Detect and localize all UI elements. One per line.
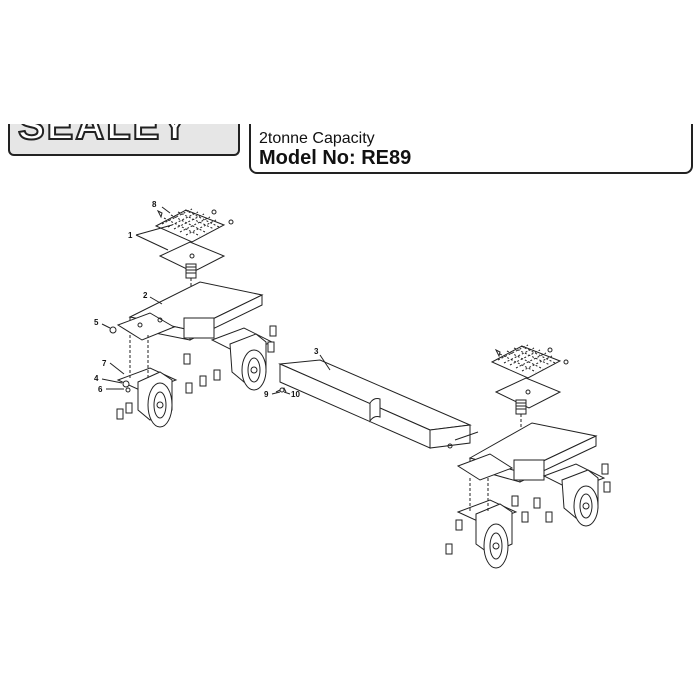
caster-right-rear (542, 463, 606, 527)
connecting-beam (278, 359, 479, 449)
pad-grid-right (490, 344, 562, 379)
top-plate-left (158, 241, 226, 273)
caster-left-rear (210, 327, 274, 391)
bolts-right (445, 347, 611, 555)
callout-6: 6 (98, 385, 103, 394)
bolts-left (109, 209, 277, 420)
callout-4: 4 (94, 374, 99, 383)
brand-logo: SEALEY (8, 124, 240, 156)
callout-7: 7 (102, 359, 107, 368)
leader-lines (101, 206, 331, 395)
callout-10: 10 (291, 390, 300, 399)
callout-1: 1 (128, 231, 133, 240)
capacity-subtitle: 2tonne Capacity (259, 130, 375, 147)
callout-3: 3 (314, 347, 319, 356)
callout-8: 8 (152, 200, 157, 209)
model-number: Model No: RE89 (259, 147, 412, 169)
top-plate-right (494, 377, 562, 409)
saddle-right (456, 422, 598, 483)
callout-2: 2 (143, 291, 148, 300)
caster-left-front (116, 335, 178, 428)
callout-5: 5 (94, 318, 99, 327)
caster-right-front (456, 478, 518, 569)
brand-logo-text: SEALEY (17, 124, 191, 149)
saddle-left (116, 281, 264, 341)
pad-grid-left (154, 208, 226, 243)
title-panel: 2tonne Capacity Model No: RE89 (249, 124, 693, 174)
callout-9: 9 (264, 390, 269, 399)
beam-pin (275, 387, 287, 393)
